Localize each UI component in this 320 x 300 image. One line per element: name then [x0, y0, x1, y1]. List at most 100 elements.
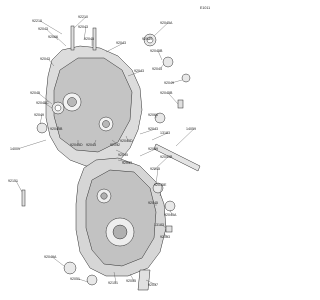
bearing-right-c	[154, 112, 166, 124]
part-number-label: 92049	[34, 113, 44, 117]
leader-line	[139, 148, 157, 157]
leader-line	[51, 256, 65, 267]
leader-line	[45, 28, 59, 41]
oil-seal-bottom-left	[63, 261, 77, 275]
leader-line	[47, 58, 55, 67]
crankcase-inner-recess	[53, 57, 133, 153]
bearing-left	[36, 122, 48, 134]
leader-line	[157, 50, 163, 61]
part-number-label: 92043	[134, 69, 144, 73]
leader-line	[161, 224, 167, 229]
leader-line	[153, 22, 169, 37]
leader-line	[145, 279, 157, 285]
leader-line	[55, 36, 67, 47]
leader-line	[155, 168, 159, 185]
part-number-label: 92045D	[70, 143, 83, 147]
part-number-label: 92045B	[150, 49, 163, 53]
part-number-label: 92045C	[36, 101, 49, 105]
part-number-label: 92063	[160, 235, 170, 239]
oil-seal-top-right-center	[146, 36, 154, 44]
part-number-label: 92045B	[160, 155, 173, 159]
pipe-bottom-right	[137, 269, 151, 291]
bearing-lower-right-a	[152, 182, 164, 194]
part-number-label: 92066	[148, 113, 158, 117]
leader-line	[127, 70, 143, 77]
page-reference: E1011	[200, 6, 210, 10]
leader-line	[159, 63, 165, 69]
leader-line	[39, 20, 63, 35]
shift-rod	[153, 143, 201, 172]
part-number-label: 92151	[8, 179, 18, 183]
part-number-label: 92055	[126, 279, 136, 283]
part-number-label: 92210	[78, 15, 88, 19]
leader-line	[111, 139, 119, 145]
bearing-right-b	[181, 73, 191, 83]
stud-bolt-right	[92, 27, 97, 51]
leader-line	[73, 16, 87, 29]
leader-line	[105, 42, 125, 53]
part-number-label: 92043	[38, 27, 48, 31]
bearing-lower-right-b	[164, 200, 176, 212]
leader-line	[151, 132, 169, 141]
oil-seal-left-center	[54, 104, 62, 112]
part-number-label: 13183	[160, 131, 170, 135]
part-number-label: 92045B	[160, 91, 173, 95]
leader-line	[43, 102, 53, 109]
part-number-label: 92045B	[50, 127, 63, 131]
leader-lines	[15, 16, 195, 285]
leader-line	[113, 271, 117, 283]
leader-line	[15, 180, 23, 193]
oil-seal-bottom-mid	[86, 274, 98, 286]
part-number-label: 92049	[142, 37, 152, 41]
part-number-label: 92045	[30, 91, 40, 95]
leader-line	[139, 128, 157, 135]
part-number-label: 92045E	[154, 183, 167, 187]
leader-line	[77, 278, 89, 283]
part-number-label: 14059	[186, 127, 196, 131]
leader-line	[93, 139, 97, 145]
leader-line	[83, 26, 87, 41]
bolt-left	[21, 189, 26, 207]
leader-line	[171, 79, 183, 83]
leader-line	[115, 149, 127, 155]
part-number-label: 13183	[154, 223, 164, 227]
part-number-label: 92045D	[120, 139, 133, 143]
part-number-label: 92049	[148, 147, 158, 151]
part-number-label: 92043	[148, 127, 158, 131]
part-number-label: 92045A	[160, 21, 173, 25]
leader-line	[129, 273, 135, 281]
bearing-right-a	[162, 56, 174, 68]
dowel-pin-right	[177, 99, 184, 109]
part-number-label: 92043	[86, 143, 96, 147]
part-number-label: 92043	[78, 25, 88, 29]
part-number-label: 92043	[122, 161, 132, 165]
part-number-label: 92045A	[164, 213, 177, 217]
part-number-label: 92037	[148, 283, 158, 287]
leader-line	[153, 156, 169, 171]
leader-line	[147, 38, 151, 41]
part-number-label: 92042	[110, 143, 120, 147]
part-number-label: 92045	[118, 153, 128, 157]
leader-line	[163, 233, 169, 237]
leader-line	[159, 184, 163, 197]
leader-line	[175, 128, 195, 147]
leader-line	[37, 92, 53, 105]
plug-lower-right	[165, 225, 173, 233]
leader-line	[169, 209, 173, 215]
part-number-label: 92049A	[44, 255, 57, 259]
leader-line	[117, 159, 131, 163]
part-number-label: 92049	[164, 81, 174, 85]
shaft-bore-center	[100, 192, 108, 200]
part-number-label: 92043	[152, 67, 162, 71]
part-number-label: 92045	[148, 201, 158, 205]
part-number-label: 92151	[108, 281, 118, 285]
part-number-label: 92066	[48, 35, 58, 39]
bearing-bore-mid-center	[102, 120, 110, 128]
part-number-label: 92043	[116, 41, 126, 45]
leader-line	[39, 114, 43, 125]
part-number-label: 92043	[40, 57, 50, 61]
leader-line	[167, 92, 179, 105]
